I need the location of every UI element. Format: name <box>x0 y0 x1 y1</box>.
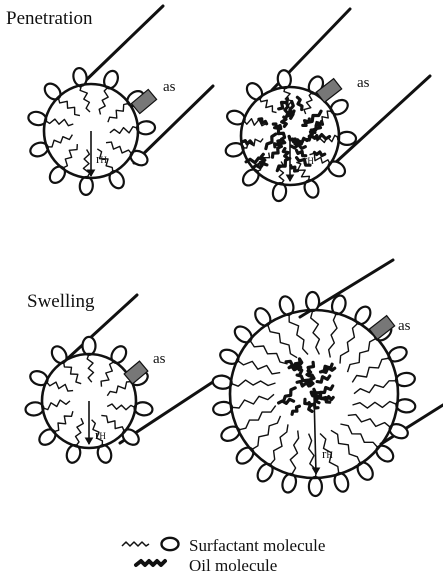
rh-label-penetration-right: rH <box>303 153 314 166</box>
as-label-penetration-right: as <box>357 76 370 91</box>
surfactant-head <box>240 166 262 188</box>
legend-oil-molecule-glyph <box>136 561 165 565</box>
surfactant-head <box>137 121 156 135</box>
surfactant-tail <box>43 400 71 410</box>
hydrodynamic-radius-arrowhead <box>86 438 93 444</box>
legend-surfactant-head-glyph <box>162 538 179 550</box>
swelling-title: Swelling <box>27 292 95 311</box>
surfactant-tail <box>87 354 93 382</box>
surfactant-tail <box>45 119 73 126</box>
surfactant-tail <box>290 431 298 475</box>
legend-surfactant-label: Surfactant molecule <box>189 537 325 554</box>
oil-molecule <box>243 141 252 144</box>
oil-molecule <box>282 117 287 126</box>
surfactant-tail <box>64 362 82 384</box>
surfactant-head <box>49 344 70 366</box>
surfactant-head <box>252 305 273 328</box>
surfactant-tail <box>311 310 320 354</box>
rh-subscript: H <box>100 155 107 165</box>
surfactant-head <box>255 461 276 484</box>
surfactant-tail <box>106 142 132 154</box>
oil-molecule <box>317 376 330 382</box>
legend-oil-label: Oil molecule <box>189 557 277 574</box>
surfactant-head <box>234 444 257 466</box>
rh-label-swelling-left: rH <box>95 428 106 441</box>
surfactant-tail <box>99 87 108 114</box>
surfactant-tail <box>353 402 398 409</box>
rh-subscript: H <box>307 156 314 166</box>
oil-molecule <box>291 166 298 171</box>
surfactant-head <box>218 347 241 367</box>
rh-label-swelling-right: rH <box>322 447 333 460</box>
surfactant-head <box>83 337 96 355</box>
surfactant-tail <box>304 92 312 114</box>
surfactant-head <box>244 80 265 102</box>
surfactant-tail <box>110 127 138 134</box>
oil-molecule <box>321 386 333 393</box>
surfactant-tail <box>331 430 361 464</box>
surfactant-tail <box>268 324 298 358</box>
surfactant-tail <box>260 98 277 113</box>
surfactant-tail <box>83 150 89 178</box>
oil-molecule <box>273 147 281 158</box>
tube-edge-line <box>335 76 430 163</box>
rh-subscript: H <box>99 431 106 441</box>
as-label-penetration-left: as <box>163 80 176 95</box>
oil-molecule <box>307 111 321 122</box>
surfactant-tail <box>101 362 114 387</box>
surfactant-tail <box>270 424 288 465</box>
rh-subscript: H <box>326 450 333 460</box>
hydrodynamic-radius-arrowhead <box>287 175 294 181</box>
penetration-title: Penetration <box>6 9 93 28</box>
legend-surfactant-tail-glyph <box>122 542 149 546</box>
oil-molecule <box>292 406 299 414</box>
surfactant-tail <box>80 85 90 112</box>
as-label-swelling-left: as <box>153 352 166 367</box>
oil-molecule <box>279 399 294 403</box>
surfactant-tail <box>58 97 80 115</box>
surfactant-tail <box>231 380 276 386</box>
surfactant-tail <box>47 135 73 147</box>
surfactant-tail <box>348 415 391 428</box>
rh-label-penetration-left: rH <box>96 152 107 165</box>
surfactant-tail <box>76 418 84 446</box>
oil-molecule <box>314 152 324 156</box>
surfactant-tail <box>289 314 308 355</box>
as-label-swelling-right: as <box>398 319 411 334</box>
surfactant-tail <box>54 411 73 432</box>
surfactant-head <box>306 292 319 311</box>
surfactant-head <box>42 81 64 103</box>
surfactant-head <box>219 424 242 444</box>
surfactant-tail <box>107 382 131 396</box>
surfactant-head <box>36 426 58 448</box>
surfactant-tail <box>62 144 77 168</box>
surfactant-tail <box>251 416 280 450</box>
surfactant-tail <box>46 382 73 392</box>
surfactant-head <box>107 169 127 191</box>
surfactant-tail-layer <box>43 6 443 478</box>
surfactant-tail <box>329 313 337 357</box>
surfactant-tail <box>352 358 390 382</box>
surfactant-tail <box>354 381 397 394</box>
surfactant-head <box>352 304 373 327</box>
surfactant-tail <box>237 360 280 374</box>
oil-molecule <box>297 97 302 109</box>
surfactant-tail <box>340 323 358 364</box>
surfactant-head <box>386 344 409 364</box>
surfactant-tail <box>107 404 135 410</box>
surfactant-head <box>309 477 322 496</box>
oil-molecule <box>318 121 323 128</box>
surfactant-head <box>355 460 376 483</box>
surfactant-head <box>338 132 357 146</box>
surfactant-tail <box>231 394 274 408</box>
hydrodynamic-radius-arrowhead <box>313 468 320 474</box>
surfactant-tail <box>108 103 129 122</box>
oil-molecule <box>283 149 288 158</box>
surfactant-head <box>328 97 350 117</box>
